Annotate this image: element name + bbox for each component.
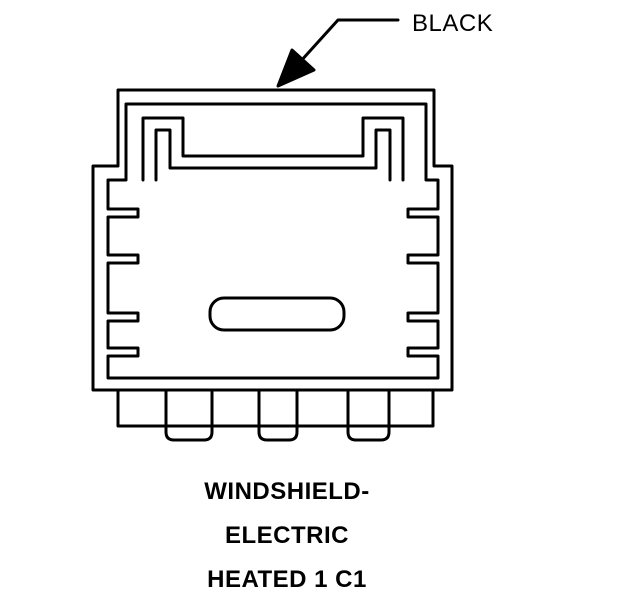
caption-line-3: HEATED 1 C1 [207, 566, 367, 593]
terminal-3 [346, 388, 391, 442]
key-slot [208, 296, 346, 332]
terminal-strip [116, 388, 435, 428]
locking-tab-upper [141, 116, 405, 182]
terminal-2 [257, 388, 299, 442]
callout-arrowhead [276, 48, 316, 88]
terminal-1 [164, 388, 214, 442]
caption-line-1: WINDSHIELD- [204, 478, 370, 505]
connector-inner-housing [106, 102, 440, 380]
locking-tab-lower [154, 128, 392, 182]
connector-outer-housing [91, 88, 454, 392]
caption-line-2: ELECTRIC [225, 522, 349, 549]
callout-leader-line [298, 18, 400, 64]
callout-label: BLACK [412, 10, 494, 37]
